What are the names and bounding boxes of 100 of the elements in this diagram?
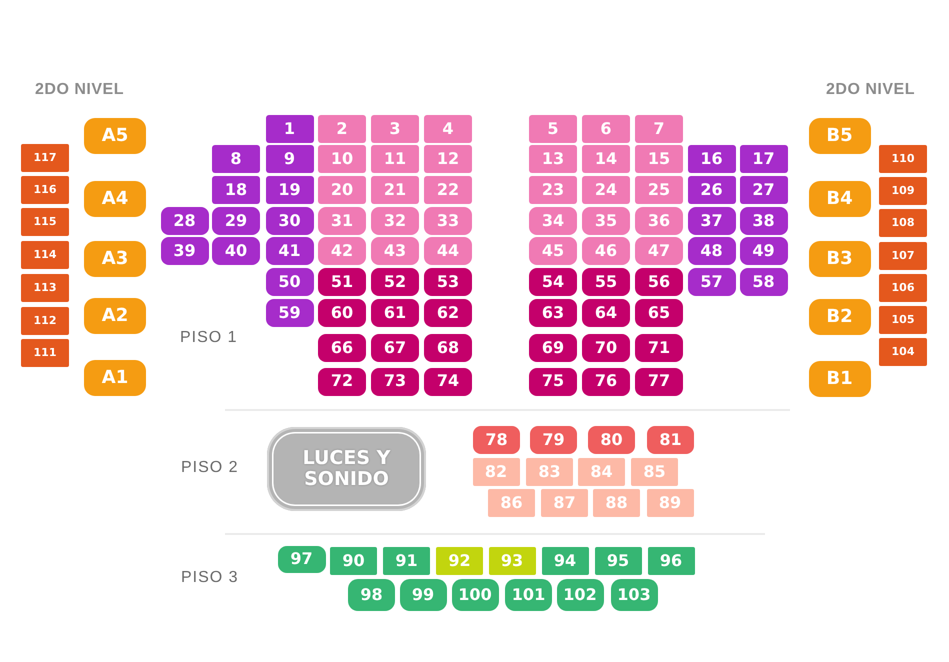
seating-section: 17 <box>740 145 788 173</box>
seating-section: 89 <box>646 489 694 517</box>
seating-section: 37 <box>688 207 736 235</box>
seating-section: 36 <box>635 207 683 235</box>
seating-section: 20 <box>318 176 366 204</box>
seating-section: 103 <box>610 579 658 611</box>
seating-section: 47 <box>635 237 683 265</box>
floor-label: PISO 1 <box>180 328 238 348</box>
seating-section: 48 <box>688 237 736 265</box>
seating-section: 5 <box>529 115 577 143</box>
seating-section: 75 <box>529 368 577 396</box>
seating-section: 21 <box>371 176 419 204</box>
floor-label: PISO 2 <box>181 458 239 478</box>
seating-section: 79 <box>530 426 577 454</box>
seating-section: 60 <box>318 299 366 327</box>
seating-section: 9 <box>266 145 314 173</box>
seating-section: 109 <box>879 177 927 205</box>
seating-section: A4 <box>84 181 146 217</box>
seating-section: 57 <box>688 268 736 296</box>
seating-section: B2 <box>808 299 870 335</box>
seating-section: 77 <box>635 368 683 396</box>
level-label: 2DO NIVEL <box>826 80 915 100</box>
seating-section: 112 <box>21 307 69 335</box>
seating-section: 117 <box>21 144 69 172</box>
seating-section: 78 <box>473 426 520 454</box>
seating-section: 76 <box>582 368 630 396</box>
seating-section: 1 <box>266 115 314 143</box>
seating-section: 92 <box>436 547 483 575</box>
seating-section: 51 <box>318 268 366 296</box>
seating-section: 63 <box>529 299 577 327</box>
seating-section: 25 <box>635 176 683 204</box>
seating-section: 101 <box>505 579 552 611</box>
seating-section: 99 <box>400 579 446 611</box>
seating-section: B3 <box>808 241 870 277</box>
seating-section: 10 <box>318 145 366 173</box>
seating-section: 107 <box>879 242 927 270</box>
seating-section: 45 <box>529 237 577 265</box>
seating-section: 40 <box>212 237 260 265</box>
seating-section: 42 <box>318 237 366 265</box>
seating-section: 59 <box>266 299 314 327</box>
seating-section: 64 <box>582 299 630 327</box>
seating-section: 95 <box>594 547 642 575</box>
seating-section: 18 <box>212 176 260 204</box>
seating-section: 81 <box>647 426 694 454</box>
seating-section: 65 <box>635 299 683 327</box>
seating-section: 88 <box>593 489 640 517</box>
seating-section: 68 <box>424 334 472 362</box>
seating-section: A2 <box>84 298 146 334</box>
seating-section: 55 <box>582 268 630 296</box>
seating-section: 111 <box>21 339 69 367</box>
seating-section: 98 <box>348 579 395 611</box>
seating-section: 15 <box>635 145 683 173</box>
seating-section: 50 <box>266 268 314 296</box>
seating-section: 33 <box>424 207 472 235</box>
seating-section: 90 <box>330 547 377 575</box>
seating-section: 96 <box>648 547 694 575</box>
seating-section: 54 <box>529 268 577 296</box>
seating-section: 41 <box>266 237 314 265</box>
seating-section: 100 <box>452 579 498 611</box>
seating-section: 31 <box>318 207 366 235</box>
seating-section: 11 <box>371 145 419 173</box>
seating-section: 12 <box>424 145 472 173</box>
seating-section: 106 <box>879 274 927 302</box>
seating-section: 114 <box>21 241 69 269</box>
seating-section: 105 <box>879 306 927 334</box>
seating-section: 69 <box>529 334 577 362</box>
seating-section: 53 <box>424 268 472 296</box>
seating-section: 110 <box>879 145 927 173</box>
seating-section: 13 <box>529 145 577 173</box>
seating-section: 38 <box>740 207 788 235</box>
seating-section: 29 <box>212 207 260 235</box>
seating-section: 83 <box>526 458 573 486</box>
seating-section: 19 <box>266 176 314 204</box>
seating-section: 14 <box>582 145 630 173</box>
seating-section: B1 <box>808 361 870 397</box>
seating-section: 39 <box>160 237 208 265</box>
seating-section: 34 <box>529 207 577 235</box>
seating-section: 62 <box>424 299 472 327</box>
seating-section: 74 <box>424 368 472 396</box>
seating-section: A3 <box>84 241 146 277</box>
seating-section: 93 <box>488 547 536 575</box>
seating-section: 22 <box>424 176 472 204</box>
seating-section: 26 <box>688 176 736 204</box>
seating-section: 116 <box>21 176 69 204</box>
seating-section: B4 <box>808 181 870 217</box>
seating-section: 43 <box>371 237 419 265</box>
seating-section: 23 <box>529 176 577 204</box>
seating-section: 87 <box>541 489 588 517</box>
seating-section: 28 <box>160 207 208 235</box>
seating-section: 58 <box>740 268 788 296</box>
sound-booth: LUCES Y SONIDO <box>267 427 426 511</box>
seating-section: 72 <box>318 368 366 396</box>
seating-section: 2 <box>318 115 366 143</box>
seating-section: 104 <box>879 338 927 366</box>
seating-section: 84 <box>578 458 625 486</box>
seating-section: 30 <box>266 207 314 235</box>
seating-section: 16 <box>688 145 736 173</box>
seating-section: 4 <box>424 115 472 143</box>
seating-section: 66 <box>318 334 366 362</box>
seating-section: 3 <box>371 115 419 143</box>
